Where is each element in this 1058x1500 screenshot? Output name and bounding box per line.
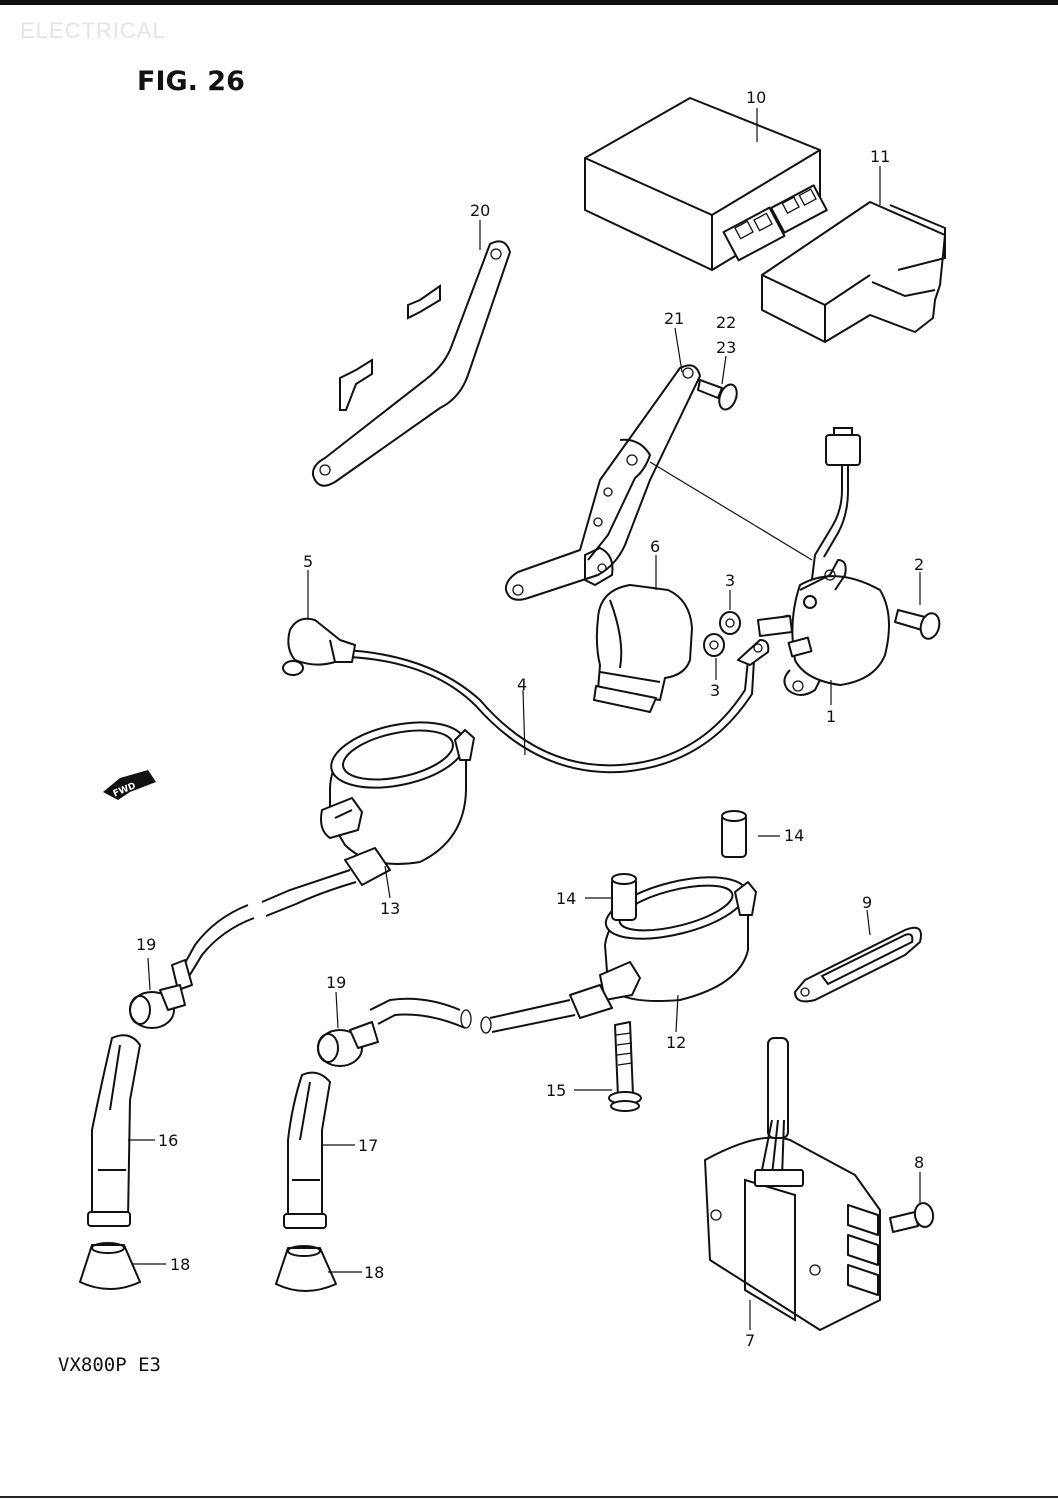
part-3-nut-upper[interactable] xyxy=(719,611,741,635)
page-border-top xyxy=(0,0,1058,5)
callout-11: 11 xyxy=(870,147,890,166)
part-6-relay-cap[interactable] xyxy=(593,584,693,713)
model-code: VX800P E3 xyxy=(58,1354,161,1376)
part-13-high-tension-cord xyxy=(171,869,357,991)
callout-1: 1 xyxy=(826,707,836,726)
callout-18b: 18 xyxy=(364,1263,384,1282)
part-13-ignition-coil[interactable] xyxy=(320,712,475,886)
part-10-ignitor-unit[interactable] xyxy=(584,97,828,271)
callout-5: 5 xyxy=(303,552,313,571)
part-17-spark-plug-cap[interactable] xyxy=(283,1071,331,1229)
part-20-bracket[interactable] xyxy=(311,240,511,487)
callout-23: 23 xyxy=(716,338,736,357)
part-15-bolt[interactable] xyxy=(608,1021,642,1112)
callout-leaders xyxy=(128,108,921,1330)
assembly-leader-line xyxy=(649,461,813,561)
callout-12: 12 xyxy=(666,1033,686,1052)
part-12-high-tension-cord xyxy=(369,997,576,1034)
part-21-bracket[interactable] xyxy=(504,364,701,601)
callout-13: 13 xyxy=(380,899,400,918)
part-19-plug-cap-left[interactable] xyxy=(129,984,186,1029)
part-11-ignitor-cover[interactable] xyxy=(761,201,946,343)
part-2-bolt[interactable] xyxy=(894,609,942,641)
part-18-plug-cover-right[interactable] xyxy=(275,1245,337,1292)
callout-6: 6 xyxy=(650,537,660,556)
callout-14a: 14 xyxy=(784,826,804,845)
part-4-lead-wire[interactable] xyxy=(344,639,770,774)
part-3-nut-lower[interactable] xyxy=(703,633,725,657)
part-16-spark-plug-cap[interactable] xyxy=(87,1034,141,1227)
callout-3a: 3 xyxy=(725,571,735,590)
callout-7: 7 xyxy=(745,1331,755,1350)
callout-20: 20 xyxy=(470,201,490,220)
callout-3b: 3 xyxy=(710,681,720,700)
callout-17: 17 xyxy=(358,1136,378,1155)
callout-21: 21 xyxy=(664,309,684,328)
callout-9: 9 xyxy=(862,893,872,912)
callout-22: 22 xyxy=(716,313,736,332)
part-14-spacer-upper[interactable] xyxy=(721,810,747,858)
callout-15: 15 xyxy=(546,1081,566,1100)
relay-terminal-stud xyxy=(757,615,793,637)
part-8-screw[interactable] xyxy=(889,1202,935,1233)
section-watermark: ELECTRICAL xyxy=(20,18,166,43)
callout-19b: 19 xyxy=(326,973,346,992)
callout-14b: 14 xyxy=(556,889,576,908)
forward-direction-arrow: FWD xyxy=(103,770,156,800)
part-14-spacer-lower[interactable] xyxy=(611,873,637,921)
callout-18a: 18 xyxy=(170,1255,190,1274)
callout-2: 2 xyxy=(914,555,924,574)
callout-numbers: 10 11 20 21 22 23 2 3 3 5 4 6 1 13 14 14… xyxy=(136,88,924,1350)
part-7-regulator-rectifier[interactable] xyxy=(704,1037,881,1331)
part-19-plug-cap-right[interactable] xyxy=(317,1021,379,1067)
part-9-plate[interactable] xyxy=(794,926,922,1003)
part-22-23-bolt[interactable] xyxy=(697,379,740,412)
page-border-bottom xyxy=(0,1496,1058,1498)
callout-16: 16 xyxy=(158,1131,178,1150)
part-12-ignition-coil[interactable] xyxy=(569,865,757,1019)
part-18-plug-cover-left[interactable] xyxy=(79,1242,141,1290)
callout-8: 8 xyxy=(914,1153,924,1172)
part-1-starter-relay[interactable] xyxy=(767,427,890,696)
callout-4: 4 xyxy=(517,675,527,694)
callout-10: 10 xyxy=(746,88,766,107)
callout-19a: 19 xyxy=(136,935,156,954)
figure-title: FIG. 26 xyxy=(137,66,245,97)
part-5-terminal-cap[interactable] xyxy=(282,617,356,676)
